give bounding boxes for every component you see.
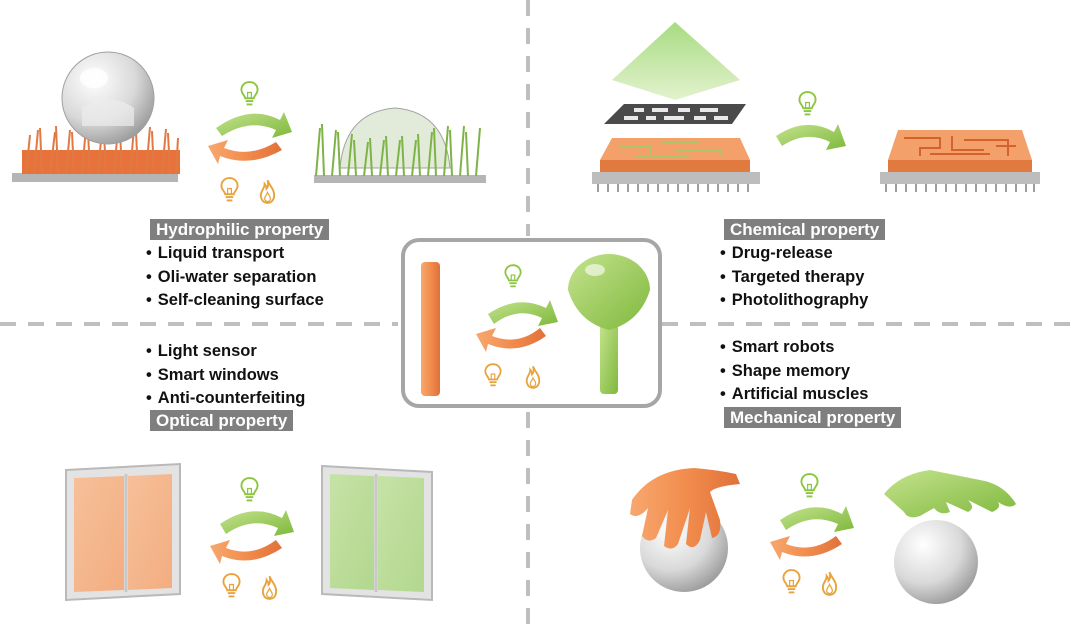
list-item: Photolithography: [720, 289, 869, 313]
reverse-arrow-icon: [208, 140, 282, 164]
mechanical-property-label: Mechanical property: [724, 407, 902, 428]
chemical-switch: [776, 91, 846, 150]
chemical-before-illustration: [592, 22, 760, 192]
reverse-arrow-icon: [210, 540, 282, 564]
list-item: Artificial muscles: [720, 383, 869, 407]
hydrophilic-property-label: Hydrophilic property: [150, 219, 330, 240]
chemical-after-illustration: [880, 130, 1040, 192]
hydrophilic-applications-list: Liquid transport Oli-water separation Se…: [146, 242, 324, 313]
hydrophilic-before-illustration: [12, 51, 180, 182]
mechanical-before-illustration: [630, 468, 740, 592]
reverse-arrow-icon: [770, 536, 842, 560]
forward-arrow-icon: [780, 506, 854, 532]
flame-icon: [821, 571, 838, 596]
chemical-applications-list: Drug-release Targeted therapy Photolitho…: [720, 242, 869, 313]
lightbulb-icon: [220, 177, 239, 202]
forward-arrow-icon: [220, 510, 294, 536]
chemical-property-label: Chemical property: [724, 219, 886, 240]
optical-before-illustration: [65, 462, 181, 602]
reverse-arrow-icon: [476, 328, 546, 352]
list-item: Targeted therapy: [720, 266, 868, 290]
flame-icon: [259, 179, 276, 204]
mechanical-applications-list: Smart robots Shape memory Artificial mus…: [720, 336, 869, 407]
flame-icon: [261, 575, 278, 600]
list-item: Oli-water separation: [146, 266, 324, 290]
orange-rod: [421, 262, 440, 396]
list-item: Smart windows: [146, 364, 305, 388]
list-item: Drug-release: [720, 242, 868, 266]
list-item: Light sensor: [146, 340, 305, 364]
list-item: Self-cleaning surface: [146, 289, 324, 313]
lightbulb-icon: [782, 569, 801, 594]
optical-switch: [210, 477, 294, 600]
optical-applications-list: Light sensor Smart windows Anti-counterf…: [146, 340, 306, 411]
list-item: Anti-counterfeiting: [146, 387, 306, 411]
lightbulb-icon: [240, 81, 259, 106]
list-item: Shape memory: [720, 360, 868, 384]
forward-arrow-icon: [776, 124, 846, 150]
forward-arrow-icon: [488, 300, 558, 326]
optical-after-illustration: [321, 464, 433, 602]
optical-property-label: Optical property: [150, 410, 294, 431]
orange-hand: [630, 468, 740, 549]
hydrophilic-after-illustration: [314, 107, 486, 183]
mechanical-switch: [770, 473, 854, 596]
center-panel: [401, 238, 662, 408]
lightbulb-icon: [222, 573, 241, 598]
list-item: Smart robots: [720, 336, 868, 360]
lightbulb-icon: [240, 477, 259, 502]
lightbulb-icon: [798, 91, 817, 116]
lightbulb-icon: [800, 473, 819, 498]
mechanical-after-illustration: [884, 470, 1016, 604]
green-mushroom-shape: [568, 254, 650, 394]
green-hand: [884, 470, 1016, 518]
hydrophilic-switch: [208, 81, 292, 204]
forward-arrow-icon: [216, 112, 292, 138]
list-item: Liquid transport: [146, 242, 324, 266]
